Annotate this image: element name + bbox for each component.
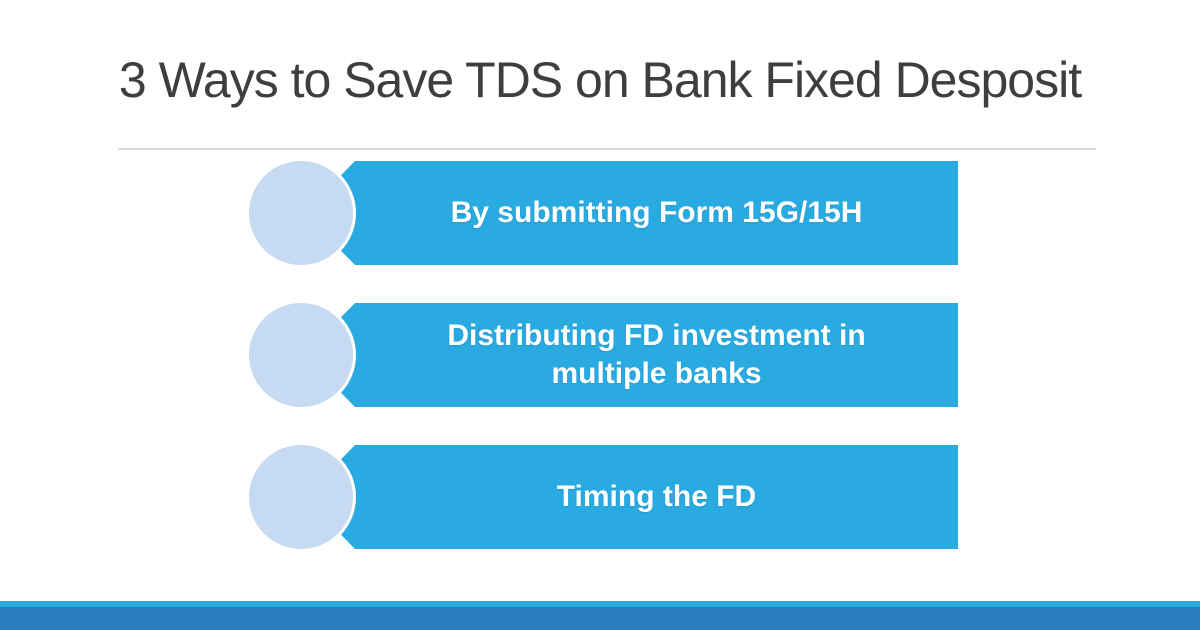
step-bullet-circle-3 <box>246 442 356 552</box>
slide-title: 3 Ways to Save TDS on Bank Fixed Desposi… <box>118 51 1082 108</box>
step-row-2: Distributing FD investment in multiple b… <box>0 300 1200 410</box>
step-bullet-circle-2 <box>246 300 356 410</box>
step-banner-label-3: Timing the FD <box>556 480 757 513</box>
step-banner-label-2: Distributing FD investment in multiple b… <box>447 319 866 390</box>
footer-accent-stripe <box>0 601 1200 607</box>
step-row-1: By submitting Form 15G/15H <box>0 158 1200 268</box>
footer-bar <box>0 607 1200 630</box>
step-row-3: Timing the FD <box>0 442 1200 552</box>
step-banner-2: Distributing FD investment in multiple b… <box>304 303 958 407</box>
title-divider <box>118 148 1096 150</box>
step-banner-label-1: By submitting Form 15G/15H <box>450 196 863 229</box>
step-banner-1: By submitting Form 15G/15H <box>304 161 958 265</box>
step-banner-3: Timing the FD <box>304 445 958 549</box>
step-bullet-circle-1 <box>246 158 356 268</box>
